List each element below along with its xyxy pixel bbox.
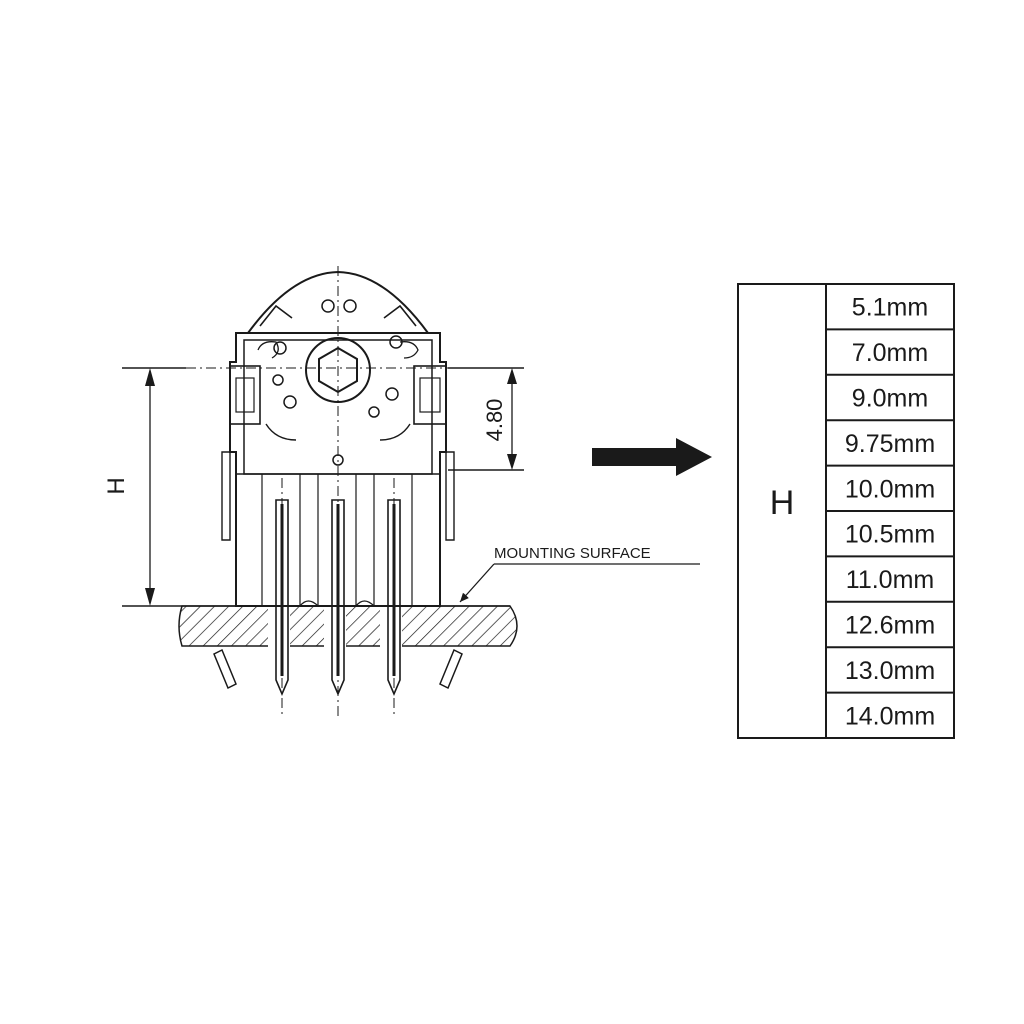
mounting-surface-label: MOUNTING SURFACE xyxy=(494,545,651,562)
table-header-h: H xyxy=(770,484,795,522)
table-row-value: 9.75mm xyxy=(845,430,935,458)
table-row-value: 7.0mm xyxy=(852,339,928,367)
offset-dimension-label: 4.80 xyxy=(482,399,507,442)
height-options-table: 5.1mm 7.0mm 9.0mm 9.75mm 10.0mm 10.5mm 11.0mm 1… xyxy=(737,283,955,739)
table-row-value: 9.0mm xyxy=(852,385,928,413)
table-row-value: 10.0mm xyxy=(845,475,935,503)
table-row-value: 10.5mm xyxy=(845,521,935,549)
dimension-4-80: 4.80 xyxy=(448,367,524,471)
table-row-value: 11.0mm xyxy=(846,566,934,594)
mounting-surface-callout: MOUNTING SURFACE xyxy=(459,545,700,603)
right-arrow-icon xyxy=(592,438,712,476)
leg-left xyxy=(213,648,237,690)
dimension-h: H xyxy=(103,367,186,607)
leg-right xyxy=(439,648,463,690)
height-dimension-label: H xyxy=(103,477,130,494)
table-row-value: 13.0mm xyxy=(845,657,935,685)
table-row-value: 12.6mm xyxy=(845,612,935,640)
center-lines xyxy=(186,266,448,716)
table-row-value: 14.0mm xyxy=(845,702,935,730)
mounting-board xyxy=(178,604,518,648)
table-row-value: 5.1mm xyxy=(852,294,928,322)
